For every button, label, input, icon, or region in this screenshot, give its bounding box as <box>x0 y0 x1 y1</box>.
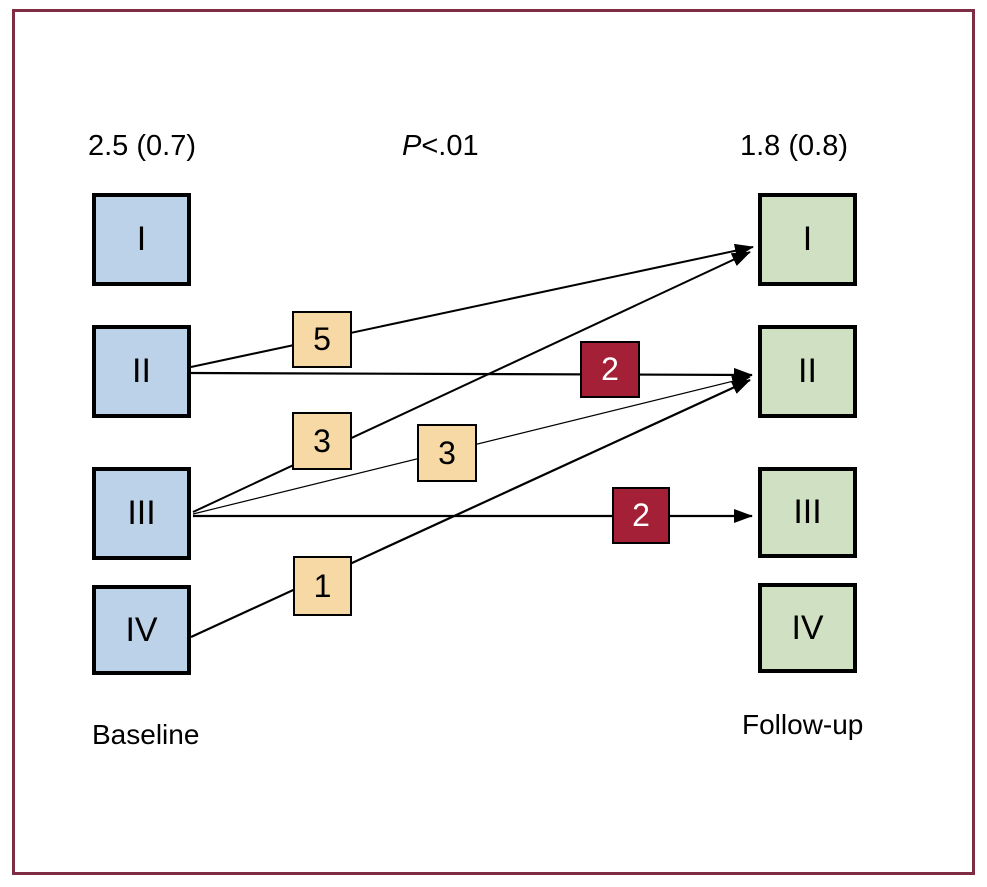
arrow-iii-to-i <box>192 251 751 513</box>
p-value-number: <.01 <box>421 130 479 162</box>
followup-class-iv-box: IV <box>758 583 857 673</box>
p-value-symbol: P <box>402 130 422 162</box>
count-badge-iii-to-i: 3 <box>292 412 352 470</box>
figure-frame <box>12 9 975 875</box>
p-value: P<.01 <box>402 130 479 163</box>
baseline-class-iv-box: IV <box>92 585 191 675</box>
arrow-ii-to-i <box>190 243 754 368</box>
baseline-column-label: Baseline <box>92 719 200 750</box>
count-badge-ii-to-i: 5 <box>292 311 352 368</box>
followup-mean-sd: 1.8 (0.8) <box>740 130 848 162</box>
followup-class-i-box: I <box>758 193 857 286</box>
followup-class-ii-box: II <box>758 325 857 418</box>
arrow-iv-to-ii <box>190 379 751 638</box>
count-badge-ii-to-ii: 2 <box>580 341 640 398</box>
baseline-class-i-box: I <box>92 193 191 286</box>
arrow-ii-to-ii <box>190 367 753 382</box>
baseline-class-ii-box: II <box>92 325 191 418</box>
followup-class-iii-box: III <box>758 467 857 558</box>
count-badge-iii-to-iii: 2 <box>612 487 670 544</box>
count-badge-iii-to-ii: 3 <box>417 424 477 482</box>
baseline-class-iii-box: III <box>92 467 191 560</box>
baseline-mean-sd: 2.5 (0.7) <box>88 130 196 162</box>
count-badge-iv-to-ii: 1 <box>293 556 352 616</box>
followup-column-label: Follow-up <box>742 709 864 740</box>
